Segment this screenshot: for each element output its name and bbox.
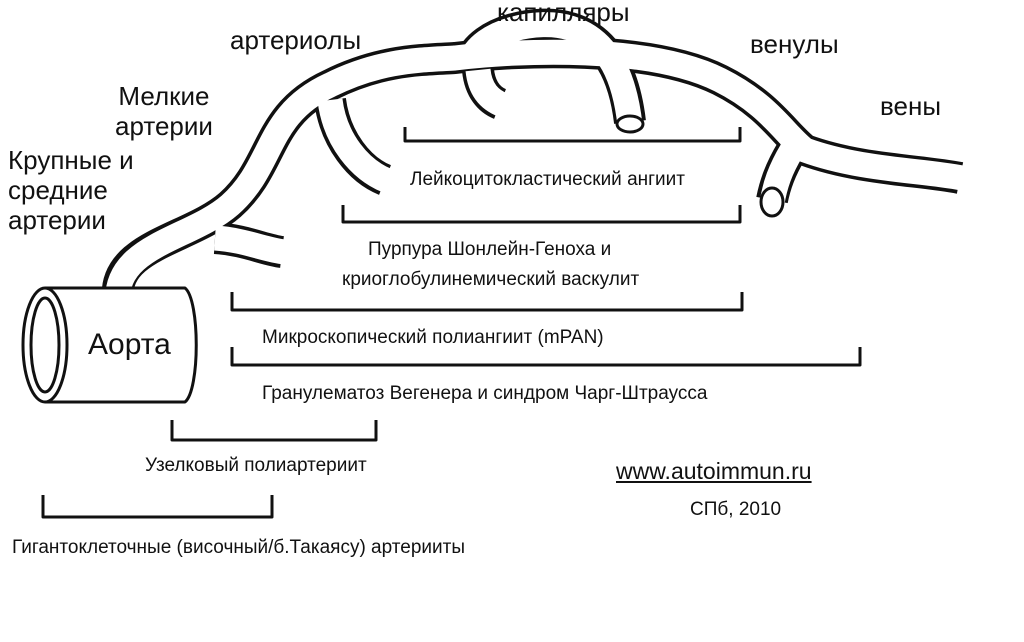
range-brackets — [41, 127, 862, 519]
label-line: артерии — [8, 204, 106, 235]
disease-giant-cell: Гигантоклеточные (височный/б.Такаясу) ар… — [12, 537, 465, 558]
label-capillaries: капилляры — [497, 0, 630, 27]
label-large-medium-arteries: Крупные и средние артерии — [8, 145, 134, 236]
disease-mpan: Микроскопический полиангиит (mPAN) — [262, 327, 604, 348]
disease-leukocytoclastic: Лейкоцитокластический ангиит — [410, 169, 685, 190]
bracket-mpan — [230, 292, 744, 312]
disease-purpura-line2: криоглобулинемический васкулит — [342, 269, 640, 290]
bracket-giant-cell — [41, 495, 274, 519]
disease-wegener: Гранулематоз Вегенера и синдром Чарг-Штр… — [262, 383, 708, 404]
disease-nodosa: Узелковый полиартериит — [145, 455, 367, 476]
label-small-arteries: Мелкие артерии — [115, 81, 213, 142]
bracket-wegener — [230, 347, 862, 367]
label-line: Мелкие — [118, 81, 210, 111]
label-line: средние — [8, 174, 108, 205]
label-line: артерии — [115, 110, 213, 141]
label-venules: венулы — [750, 29, 839, 59]
label-aorta: Аорта — [88, 328, 171, 361]
venule-opening — [759, 186, 785, 218]
bracket-purpura — [341, 205, 742, 224]
label-arterioles: артериолы — [230, 25, 362, 55]
capillary-opening — [615, 114, 645, 134]
vessel-fill — [105, 12, 965, 307]
credit-text: СПб, 2010 — [690, 499, 782, 520]
aorta-cylinder — [21, 286, 198, 404]
bracket-leukocytoclastic — [403, 127, 742, 143]
label-line: Крупные и — [8, 145, 134, 175]
website-link[interactable]: www.autoimmun.ru — [616, 458, 812, 484]
label-veins: вены — [880, 91, 942, 121]
bracket-nodosa — [170, 420, 378, 442]
disease-purpura-line1: Пурпура Шонлейн-Геноха и — [368, 239, 612, 260]
